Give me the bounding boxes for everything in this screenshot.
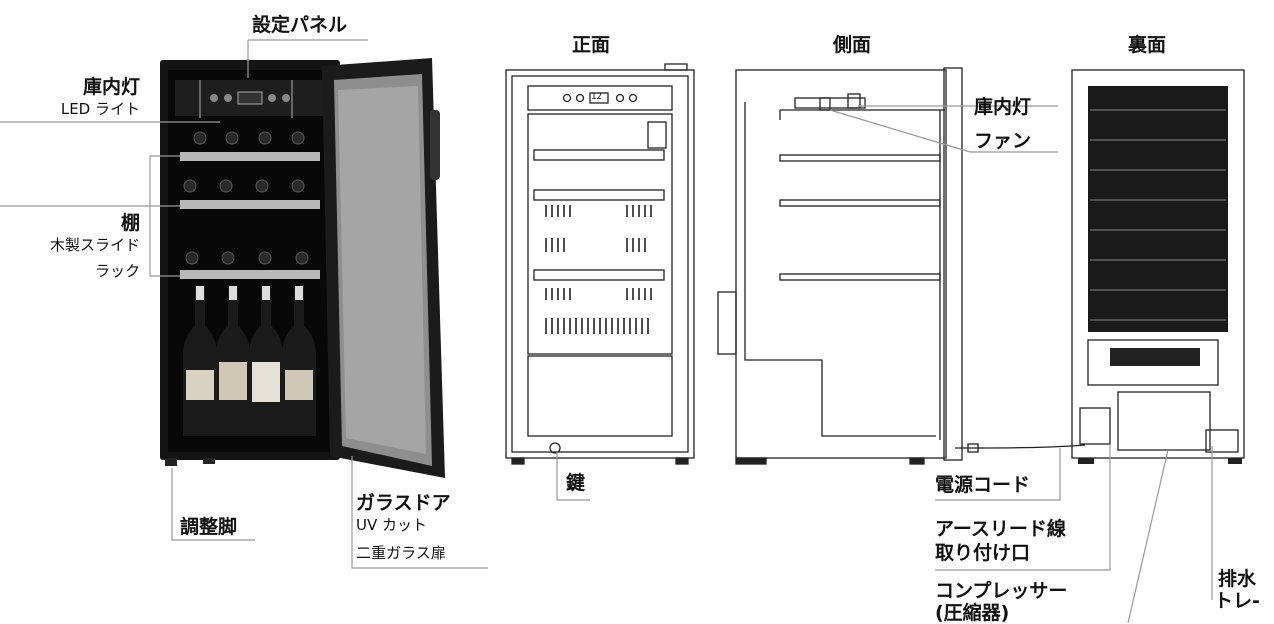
- settings-panel-label: 設定パネル: [252, 14, 348, 36]
- earth-lead-label-2: 取り付け口: [935, 542, 1031, 564]
- shelf-sub-label-2: ラック: [94, 262, 140, 280]
- front-view-title: 正面: [572, 34, 611, 56]
- side-view-title: 側面: [833, 34, 872, 56]
- key-label: 鍵: [566, 472, 586, 494]
- drain-tray-label-2: トレ-: [1214, 590, 1260, 612]
- power-cord-label: 電源コード: [935, 474, 1031, 496]
- compressor-label-1: コンプレッサー: [935, 580, 1068, 602]
- glass-door-label: ガラスドア: [356, 492, 451, 514]
- glass-door-sub-label-1: UV カット: [356, 516, 428, 534]
- front-view-drawing: [505, 63, 695, 465]
- interior-light-sub-label: LED ライト: [60, 100, 140, 118]
- shelf-label: 棚: [120, 212, 140, 234]
- back-view-title: 裏面: [1128, 34, 1167, 56]
- leader-lines: [0, 39, 1213, 623]
- earth-lead-label-1: アースリード線: [935, 518, 1066, 540]
- fan-label: ファン: [974, 130, 1032, 152]
- shelf-sub-label-1: 木製スライド: [49, 236, 140, 254]
- compressor-label-2: (圧縮器): [935, 602, 1010, 624]
- drain-tray-label-1: 排水: [1218, 568, 1257, 590]
- wine-cellar-photo: [160, 58, 445, 478]
- interior-light-label: 庫内灯: [82, 76, 140, 98]
- glass-door-sub-label-2: 二重ガラス扉: [356, 544, 446, 562]
- side-interior-light-label: 庫内灯: [974, 96, 1032, 118]
- side-view-drawing: [717, 67, 1086, 465]
- adjust-feet-label: 調整脚: [180, 516, 238, 538]
- back-view-drawing: [1071, 69, 1245, 464]
- panel-display: 12: [591, 92, 602, 102]
